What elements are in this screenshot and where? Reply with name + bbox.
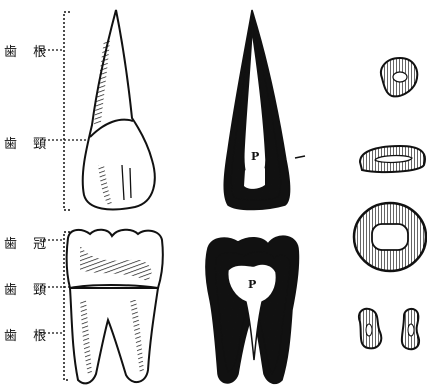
canine-pointer-mark xyxy=(295,156,305,158)
section-crown-pulp xyxy=(372,224,408,250)
root-bracket-upper xyxy=(64,12,70,210)
section-root-apex-pulp xyxy=(393,72,407,82)
section-root-right-pulp xyxy=(408,324,414,336)
canine-outline xyxy=(83,10,155,209)
canine-cross-section: P xyxy=(224,10,305,210)
molar-cross-section: P xyxy=(206,236,299,383)
canine-external-view xyxy=(40,10,155,210)
horizontal-sections xyxy=(354,58,426,349)
pulp-label-upper: P xyxy=(251,150,259,163)
pulp-label-lower: P xyxy=(248,278,256,291)
molar-external-view xyxy=(40,230,163,384)
section-neck-pulp xyxy=(375,156,412,163)
section-root-left-pulp xyxy=(366,324,372,336)
